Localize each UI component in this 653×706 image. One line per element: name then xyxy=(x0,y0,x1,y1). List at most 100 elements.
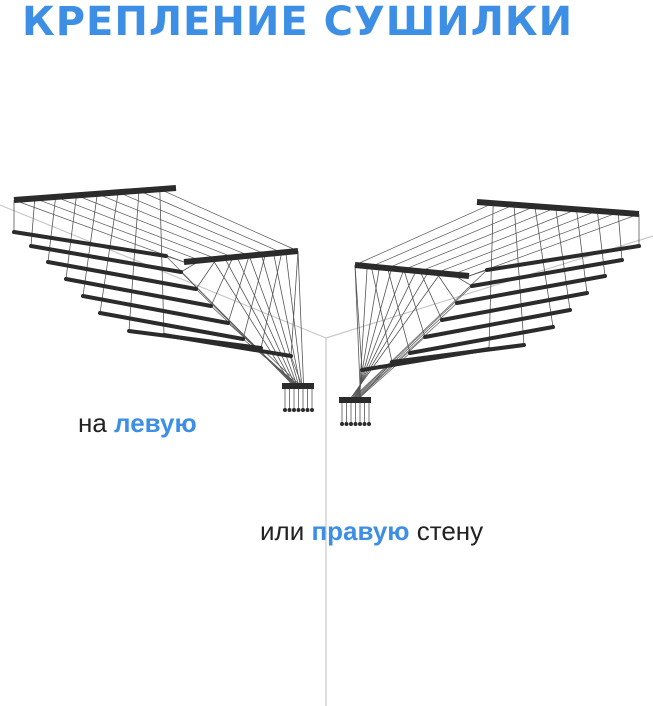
control-cord xyxy=(248,255,298,387)
ceiling-bracket-short xyxy=(354,262,470,279)
suspension-cord xyxy=(436,272,458,304)
suspension-cord xyxy=(534,206,554,328)
ceiling-cord xyxy=(159,188,299,252)
page-title: КРЕПЛЕНИЕ СУШИЛКИ xyxy=(22,0,574,45)
caption-right-accent: правую xyxy=(311,516,410,546)
drying-rod xyxy=(485,244,641,272)
suspension-cord xyxy=(47,196,57,263)
control-cord xyxy=(354,264,361,401)
control-cord xyxy=(180,271,296,387)
suspension-cord xyxy=(354,264,363,371)
room-corner-lines xyxy=(0,204,653,706)
control-cord xyxy=(195,288,297,387)
control-cord xyxy=(260,254,300,387)
ceiling-cord xyxy=(76,195,233,258)
control-cord xyxy=(357,361,393,401)
drying-rod xyxy=(455,274,607,305)
drying-rod xyxy=(98,311,245,341)
control-cord xyxy=(353,269,405,401)
drying-rod xyxy=(64,277,213,308)
cord-weight xyxy=(283,408,287,412)
dryer-right-wall xyxy=(339,199,641,426)
ceiling-cord xyxy=(452,212,619,275)
control-cord xyxy=(285,252,303,387)
cord-weight xyxy=(287,408,292,412)
cord-weight xyxy=(358,422,362,426)
suspension-cord xyxy=(99,192,119,314)
ceiling-cord xyxy=(420,209,577,272)
drying-rod xyxy=(408,325,555,355)
drying-rod xyxy=(12,230,168,258)
control-cord xyxy=(352,302,458,401)
ceiling-cord xyxy=(34,198,201,261)
ceiling-cord xyxy=(97,193,250,257)
drying-rod xyxy=(46,260,198,291)
cord-weight xyxy=(301,408,305,412)
suspension-cord xyxy=(195,258,217,290)
control-cord xyxy=(349,273,441,401)
cord-weight xyxy=(340,422,344,426)
drying-rod xyxy=(360,347,491,372)
ceiling-bracket-long xyxy=(476,199,640,217)
control-cord xyxy=(236,256,296,387)
control-cord xyxy=(358,369,363,401)
control-cord xyxy=(273,253,301,387)
ceiling-cord xyxy=(387,205,535,269)
cord-weight xyxy=(362,422,367,426)
control-cord xyxy=(351,285,473,401)
control-cord xyxy=(352,270,417,401)
cord-weight xyxy=(353,422,358,426)
ceiling-cord xyxy=(138,190,282,253)
caption-left-accent: левую xyxy=(114,408,197,438)
control-cord xyxy=(355,268,393,401)
drying-rod xyxy=(29,244,183,274)
suspension-cord xyxy=(403,269,426,338)
control-cord xyxy=(358,266,368,401)
suspension-cord xyxy=(419,271,443,321)
cord-weight xyxy=(292,408,296,412)
ceiling-bracket-long xyxy=(13,185,177,203)
drying-rod xyxy=(162,333,293,358)
control-cord xyxy=(297,250,304,387)
control-cord xyxy=(290,355,303,387)
dryer-left-wall xyxy=(12,185,314,412)
ceiling-cord xyxy=(118,191,266,255)
cord-weight xyxy=(367,422,371,426)
caption-left-wall: на левую xyxy=(78,408,197,438)
suspension-cord xyxy=(260,252,283,349)
suspension-cord xyxy=(30,198,36,247)
cord-weight xyxy=(310,408,314,412)
drying-rod xyxy=(470,258,624,288)
control-cord xyxy=(260,347,302,387)
control-cord xyxy=(350,269,488,401)
caption-left-prefix: на xyxy=(78,408,115,438)
ceiling-cord xyxy=(354,202,494,266)
ceiling-cord xyxy=(13,199,185,263)
suspension-cord xyxy=(596,210,606,277)
cord-weight xyxy=(305,408,310,412)
suspension-cord xyxy=(210,257,234,307)
ceiling-cord xyxy=(371,204,515,267)
suspension-cord xyxy=(513,204,525,346)
cord-weight xyxy=(349,422,353,426)
ceiling-cord xyxy=(403,207,556,271)
cord-weight xyxy=(344,422,349,426)
caption-right-prefix: или xyxy=(260,516,312,546)
suspension-cord xyxy=(290,250,299,357)
ceiling-cord xyxy=(468,213,640,277)
caption-right-wall: или правую стену xyxy=(260,516,483,546)
suspension-cord xyxy=(617,212,623,261)
suspension-cord xyxy=(128,190,140,332)
suspension-cord xyxy=(242,254,266,340)
caption-right-suffix: стену xyxy=(409,516,484,546)
control-cord xyxy=(350,271,429,401)
suspension-cord xyxy=(387,268,411,354)
control-cord xyxy=(224,257,295,387)
drying-rod xyxy=(440,291,589,322)
drying-rod xyxy=(423,308,572,339)
ceiling-bracket-short xyxy=(183,248,299,265)
drying-rod xyxy=(81,294,230,325)
cord-weight xyxy=(296,408,301,412)
